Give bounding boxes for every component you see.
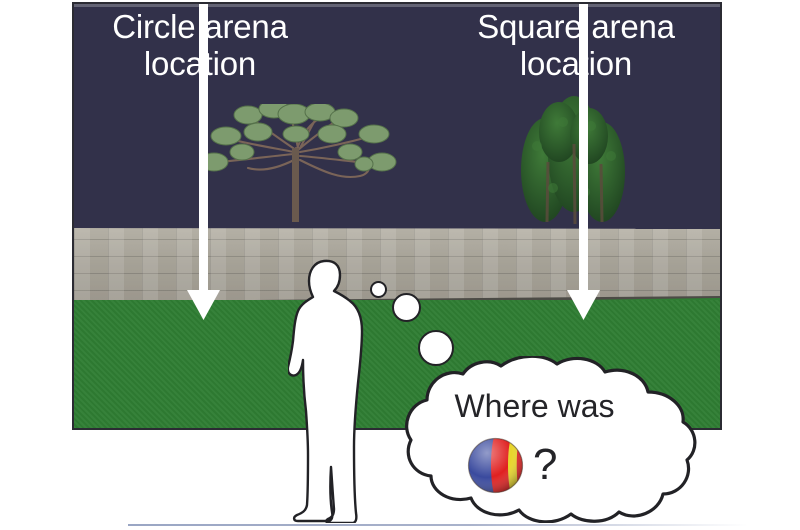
- arrow-shaft-left: [199, 4, 208, 292]
- araucaria-tree: [174, 99, 414, 222]
- square-arena-label: Square arena location: [477, 8, 675, 82]
- thought-dot-medium: [392, 293, 421, 322]
- thought-dot-small: [370, 281, 387, 298]
- participant-silhouette: [286, 255, 380, 525]
- arrow-shaft-right: [579, 4, 588, 292]
- beach-ball: [467, 437, 524, 494]
- page-bottom-rule: [128, 524, 748, 526]
- wall-texture: [74, 228, 720, 307]
- thought-dot-large: [418, 330, 454, 366]
- circle-arena-label: Circle arena location: [112, 8, 288, 82]
- sky-top-band: [74, 4, 720, 7]
- stone-wall: [74, 228, 720, 307]
- broadleaf-tree-cluster: [519, 92, 629, 230]
- thought-question-text: Where was: [454, 388, 615, 424]
- question-mark: ?: [533, 440, 558, 489]
